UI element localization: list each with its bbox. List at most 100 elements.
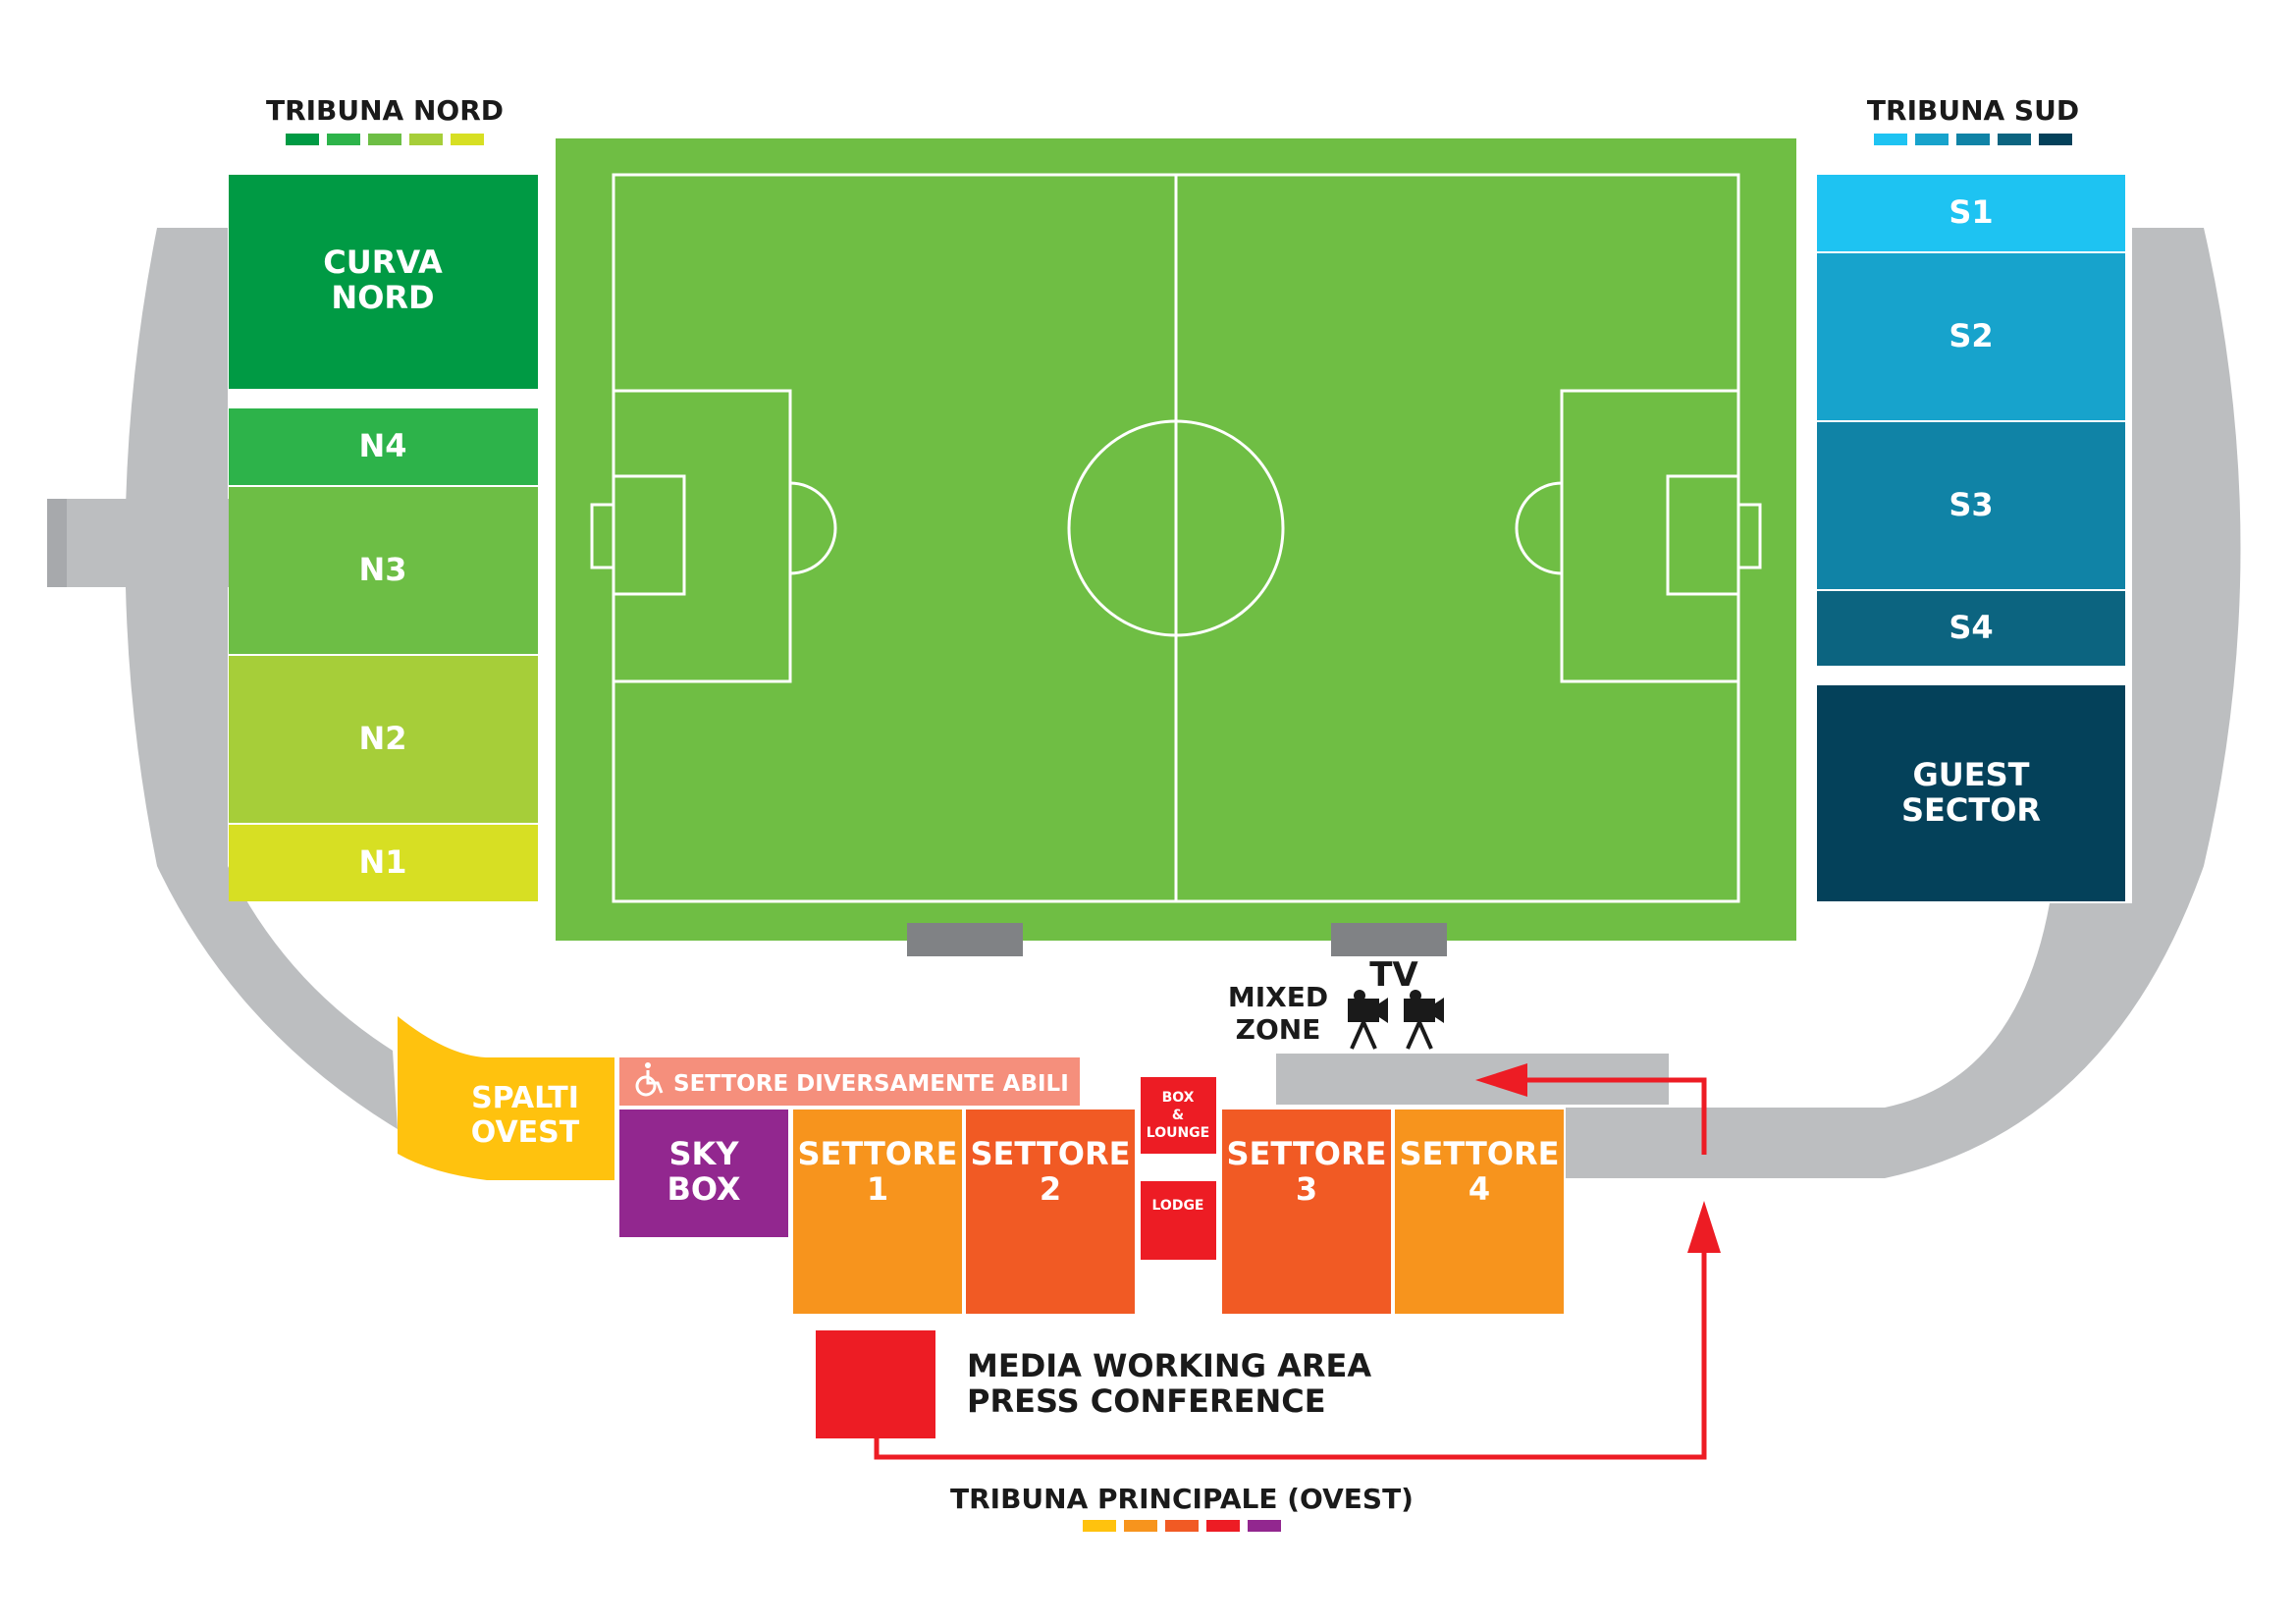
media-area-label-1: MEDIA WORKING AREA: [967, 1347, 1371, 1384]
sector-settore-1-label-1: SETTORE: [798, 1135, 958, 1172]
legend-swatch: [2039, 134, 2072, 145]
sector-n4-label: N4: [358, 427, 406, 464]
sector-n4[interactable]: N4: [229, 408, 538, 485]
sector-n1[interactable]: N1: [229, 825, 538, 901]
media-area-label-2: PRESS CONFERENCE: [967, 1382, 1326, 1420]
tribuna-sud: S1 S2 S3 S4 GUEST SECTOR: [1817, 175, 2125, 901]
route-arrow: [874, 1063, 1721, 1460]
legend-swatch: [1248, 1520, 1281, 1532]
sector-s2-label: S2: [1949, 317, 1993, 354]
sector-box-lounge[interactable]: BOX & LOUNGE: [1141, 1077, 1216, 1154]
sector-s1-label: S1: [1949, 193, 1993, 231]
legend-swatch: [1915, 134, 1949, 145]
sector-n3-label: N3: [358, 551, 406, 588]
sector-s2[interactable]: S2: [1817, 253, 2125, 420]
legend-nord-title: TRIBUNA NORD: [266, 94, 504, 127]
legend-principale: TRIBUNA PRINCIPALE (OVEST): [950, 1483, 1414, 1532]
camera-icon: [1404, 990, 1444, 1050]
sector-guest-label-2: SECTOR: [1901, 791, 2041, 829]
tribuna-nord: CURVA NORD N4 N3 N2 N1: [229, 175, 538, 901]
legend-swatch: [1998, 134, 2031, 145]
camera-icon: [1348, 990, 1388, 1050]
legend-swatch: [1083, 1520, 1116, 1532]
sector-shape: [1222, 1110, 1391, 1314]
sector-guest[interactable]: GUEST SECTOR: [1817, 685, 2125, 901]
sector-box-lounge-label-2: &: [1172, 1108, 1184, 1123]
goal-left: [590, 503, 615, 569]
legend-swatch: [368, 134, 401, 145]
sector-shape: [229, 825, 538, 901]
sector-s4-label: S4: [1949, 609, 1993, 646]
sector-settore-1[interactable]: SETTORE 1: [793, 1110, 962, 1314]
legend-nord: TRIBUNA NORD: [266, 94, 504, 145]
legend-swatch: [286, 134, 319, 145]
legend-swatch: [1124, 1520, 1157, 1532]
sector-curva-nord[interactable]: CURVA NORD: [229, 175, 538, 389]
sector-sky-box-label-1: SKY: [668, 1135, 739, 1172]
mixed-zone: MIXED ZONE TV: [1228, 955, 1444, 1050]
legend-sud-swatches: [1874, 134, 2072, 145]
sector-lodge-label: LODGE: [1152, 1198, 1204, 1214]
legend-nord-swatches: [286, 134, 484, 145]
sector-shape: [1817, 253, 2125, 420]
sector-shape: [793, 1110, 962, 1314]
legend-swatch: [1956, 134, 1990, 145]
bench-right: [1331, 923, 1447, 956]
penalty-arc-right: [1515, 481, 1563, 575]
sector-diversamente-abili-label: SETTORE DIVERSAMENTE ABILI: [673, 1071, 1069, 1097]
penalty-arc-left: [789, 481, 837, 575]
sector-n2[interactable]: N2: [229, 656, 538, 823]
legend-swatch: [1165, 1520, 1199, 1532]
route-line-upper: [1510, 1077, 1707, 1155]
sector-shape: [229, 175, 538, 389]
wheelchair-icon: [635, 1062, 664, 1097]
arrow-icon: [1687, 1201, 1721, 1253]
route-line: [874, 1235, 1707, 1460]
legend-sud-title: TRIBUNA SUD: [1867, 94, 2079, 127]
tv-label: TV: [1369, 955, 1418, 995]
concourse-north-lower: [157, 866, 398, 1129]
sector-shape: [1817, 591, 2125, 666]
sector-n2-label: N2: [358, 720, 406, 757]
sector-settore-3[interactable]: SETTORE 3: [1222, 1110, 1391, 1314]
media-working-area[interactable]: MEDIA WORKING AREA PRESS CONFERENCE: [816, 1330, 1371, 1438]
sector-settore-4-label-1: SETTORE: [1400, 1135, 1560, 1172]
sector-shape: [229, 656, 538, 823]
sector-spalti-ovest-label-1: SPALTI: [471, 1081, 579, 1115]
legend-principale-swatches: [1083, 1520, 1281, 1532]
sector-sky-box[interactable]: SKY BOX: [619, 1110, 788, 1237]
sector-settore-2-label-2: 2: [1040, 1170, 1061, 1208]
mixed-zone-label-2: ZONE: [1236, 1013, 1321, 1046]
sector-shape: [1817, 685, 2125, 901]
sector-spalti-ovest[interactable]: SPALTI OVEST: [398, 1016, 614, 1180]
sector-settore-4[interactable]: SETTORE 4: [1395, 1110, 1564, 1314]
sector-shape: [229, 487, 538, 654]
sector-settore-1-label-2: 1: [867, 1170, 888, 1208]
sector-spalti-ovest-label-2: OVEST: [471, 1115, 580, 1150]
sector-shape: [619, 1110, 788, 1237]
sector-s3[interactable]: S3: [1817, 422, 2125, 589]
sector-shape: [1817, 422, 2125, 589]
sector-lodge[interactable]: LODGE: [1141, 1181, 1216, 1260]
sector-shape: [1817, 175, 2125, 251]
center-circle: [1067, 419, 1285, 637]
sector-s1[interactable]: S1: [1817, 175, 2125, 251]
sector-n3[interactable]: N3: [229, 487, 538, 654]
sector-shape: [1141, 1077, 1216, 1154]
legend-swatch: [1206, 1520, 1240, 1532]
legend-swatch: [451, 134, 484, 145]
concourse-west-tunnel: [47, 499, 229, 587]
sector-sky-box-label-2: BOX: [667, 1170, 740, 1208]
goal-right: [1736, 503, 1762, 569]
sector-guest-label-1: GUEST: [1913, 756, 2030, 793]
sector-settore-3-label-2: 3: [1296, 1170, 1317, 1208]
legend-principale-title: TRIBUNA PRINCIPALE (OVEST): [950, 1483, 1414, 1515]
legend-swatch: [327, 134, 360, 145]
sector-settore-4-label-2: 4: [1468, 1170, 1490, 1208]
sector-diversamente-abili[interactable]: SETTORE DIVERSAMENTE ABILI: [619, 1057, 1080, 1106]
sector-s4[interactable]: S4: [1817, 591, 2125, 666]
sector-settore-2[interactable]: SETTORE 2: [966, 1110, 1135, 1314]
sector-shape: [966, 1110, 1135, 1314]
legend-swatch: [1874, 134, 1907, 145]
